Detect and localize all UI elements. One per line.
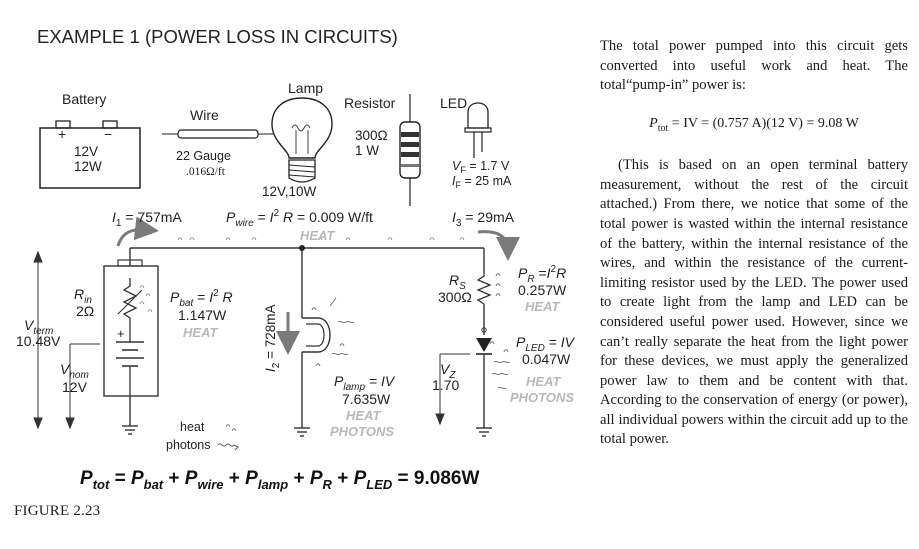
pled-value: 0.047W — [522, 351, 571, 367]
wire-heat-icons — [177, 237, 465, 241]
battery-label: Battery — [62, 91, 106, 107]
junction-dot — [299, 245, 305, 251]
ground-symbol — [122, 425, 492, 437]
resistor-heat-icons — [495, 273, 501, 297]
resistor-zigzag-icon — [476, 272, 492, 305]
pbat-label: Pbat = I2 R — [170, 288, 233, 309]
wire-heat-label: HEAT — [300, 228, 335, 243]
led-icon — [464, 102, 492, 158]
body-text: The total power pumped into this circuit… — [600, 37, 908, 450]
total-power-equation: Ptot = Pbat + Pwire + Plamp + PR + PLED … — [80, 468, 479, 492]
vz-value: 1.70 — [432, 377, 459, 393]
photon-legend-icon — [217, 443, 239, 451]
current-arrow-i1 — [116, 216, 159, 247]
resistor-value: 300Ω — [355, 128, 388, 143]
battery-cell-plus: + — [117, 326, 125, 341]
eq-rest: = IV = (0.757 A)(12 V) = 9.08 W — [668, 115, 859, 131]
led-vf: VF = 1.7 V — [452, 159, 510, 175]
wire-resistance: .016Ω/ft — [186, 166, 226, 178]
circuit-wires — [129, 247, 485, 428]
heat-legend-icon — [225, 424, 237, 432]
rs-value: 300Ω — [438, 289, 472, 305]
plamp-label: Plamp = IV — [334, 373, 396, 393]
battery-power: 12W — [74, 159, 102, 174]
plamp-heat: HEAT — [346, 408, 381, 423]
figure-caption: FIGURE 2.23 — [14, 503, 101, 519]
plamp-photons: PHOTONS — [330, 424, 394, 439]
vz-label: VZ — [440, 361, 456, 381]
battery-heat-icons — [139, 285, 153, 313]
power-equation: Ptot = IV = (0.757 A)(12 V) = 9.08 W — [600, 114, 908, 138]
vz-arrow — [435, 353, 470, 426]
paragraph-explanation: (This is based on an open terminal batte… — [600, 157, 908, 448]
battery-cell-icon — [103, 259, 159, 397]
circuit-diagram: EXAMPLE 1 (POWER LOSS IN CIRCUITS) Batte… — [16, 26, 576, 492]
vterm-arrow — [33, 250, 43, 430]
pr-label: PR =I2R — [518, 264, 566, 285]
vnom-arrow — [65, 343, 100, 430]
battery-voltage: 12V — [74, 144, 98, 159]
lamp-bulb-icon — [271, 97, 333, 183]
pwire-label: Pwire = I2 R = 0.009 W/ft — [226, 208, 373, 229]
legend-photons-label: photons — [166, 438, 210, 452]
lamp-emission-icons — [311, 297, 355, 367]
lamp-label: Lamp — [288, 80, 323, 96]
i1-label: I1 = 757mA — [112, 209, 182, 229]
circuit-figure: EXAMPLE 1 (POWER LOSS IN CIRCUITS) Batte… — [14, 26, 576, 519]
vnom-value: 12V — [62, 379, 88, 395]
led-label: LED — [440, 95, 467, 111]
resistor-label: Resistor — [344, 95, 396, 111]
eq-sub: tot — [657, 122, 669, 134]
wire-icon — [162, 129, 274, 139]
pled-label: PLED = IV — [516, 334, 576, 354]
battery-minus: − — [104, 126, 112, 142]
battery-icon — [39, 120, 141, 189]
i3-label: I3 = 29mA — [452, 209, 515, 229]
rin-label: Rin — [74, 286, 92, 306]
pled-photons: PHOTONS — [510, 390, 574, 405]
pbat-heat: HEAT — [183, 325, 218, 340]
lamp-rating: 12V,10W — [262, 184, 317, 199]
pled-heat: HEAT — [526, 374, 561, 389]
vterm-label: Vterm — [24, 317, 53, 337]
pr-heat: HEAT — [525, 299, 560, 314]
plamp-value: 7.635W — [342, 391, 391, 407]
legend-heat-label: heat — [180, 420, 205, 434]
vnom-label: Vnom — [60, 361, 89, 381]
led-diode-icon — [476, 327, 492, 355]
wire-gauge: 22 Gauge — [176, 149, 231, 163]
rin-value: 2Ω — [76, 303, 94, 319]
current-arrow-i3 — [477, 230, 520, 261]
led-if: IF = 25 mA — [452, 174, 512, 190]
paragraph-intro: The total power pumped into this circuit… — [600, 38, 908, 94]
pbat-value: 1.147W — [178, 307, 227, 323]
eq-p: P — [649, 115, 658, 131]
i2-label: I2 = 728mA — [263, 305, 282, 373]
pr-value: 0.257W — [518, 282, 567, 298]
vterm-value: 10.48V — [16, 333, 61, 349]
battery-plus: + — [58, 126, 66, 142]
resistor-icon — [399, 94, 421, 206]
resistor-power: 1 W — [355, 143, 379, 158]
figure-title: EXAMPLE 1 (POWER LOSS IN CIRCUITS) — [37, 26, 398, 47]
led-emission-icons — [489, 341, 511, 390]
wire-label: Wire — [190, 107, 219, 123]
lamp-symbol-icon — [302, 317, 331, 353]
rs-label: RS — [449, 272, 466, 292]
